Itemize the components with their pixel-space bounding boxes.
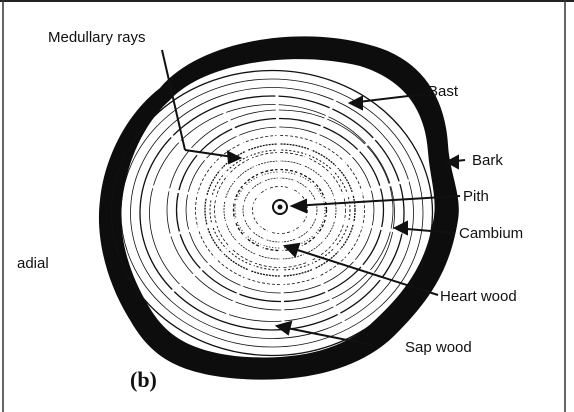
figure-label: (b) (130, 367, 157, 393)
pith-center (278, 205, 283, 210)
sap-wood-label: Sap wood (405, 340, 472, 355)
bark-label: Bark (472, 153, 503, 168)
heart-wood-label: Heart wood (440, 289, 517, 304)
side-text-label: adial (17, 256, 49, 271)
cambium-label: Cambium (459, 226, 523, 241)
bast-label: Bast (428, 84, 458, 99)
medullary-rays-label: Medullary rays (48, 30, 146, 45)
pith-label: Pith (463, 189, 489, 204)
